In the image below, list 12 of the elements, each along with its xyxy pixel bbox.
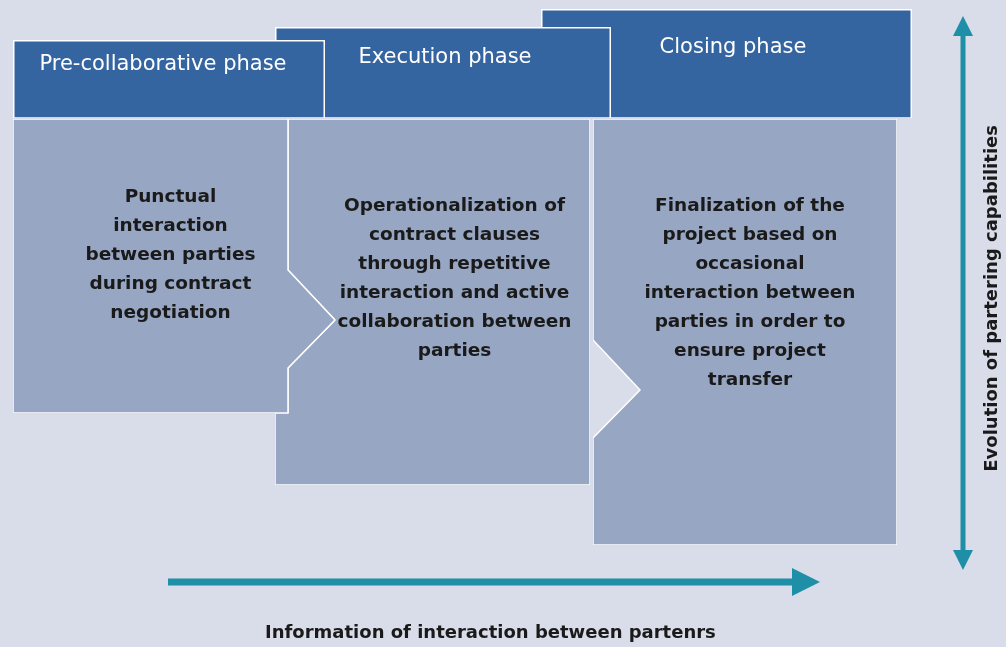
axis-label: Information of interaction between partenrs [265, 621, 716, 642]
phase-panel [593, 119, 897, 545]
phase-panel [13, 119, 335, 413]
phase-title: Pre-collaborative phase [38, 50, 288, 77]
phase-panel [275, 119, 590, 485]
phase-description: Punctual interaction between parties during contract negotiation [84, 184, 257, 324]
phase-title: Closing phase [658, 33, 808, 60]
phase-description: Finalization of the project based on occasional interaction between parties in order to ensure project transfer [643, 193, 857, 391]
phase-header [13, 40, 325, 118]
phase-description: Operationalization of contract clauses through repetitive interaction and active collaboration between parties [337, 193, 572, 362]
phase-title: Execution phase [357, 43, 533, 70]
axis-label: Evolution of partering capabilities [980, 125, 1001, 472]
